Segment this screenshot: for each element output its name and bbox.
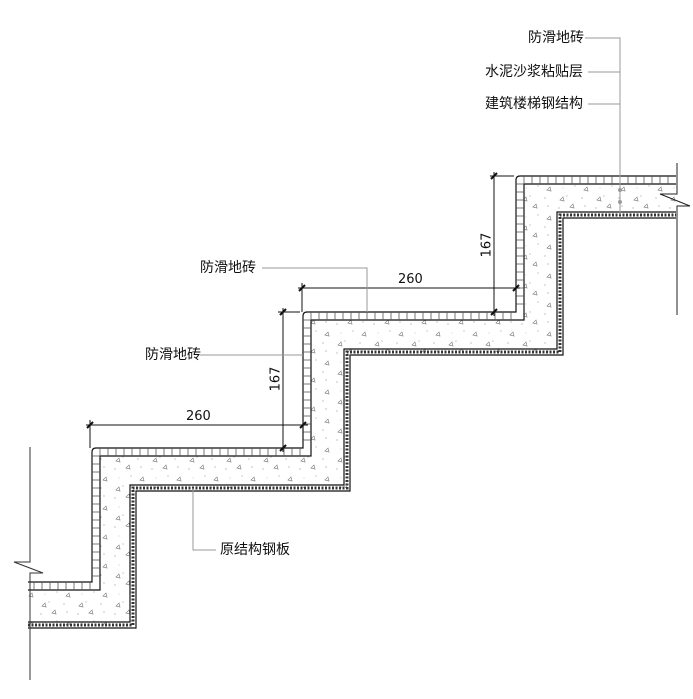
right-break-line: [659, 163, 691, 315]
dim-riser-lower: 167: [268, 366, 284, 392]
label-original-steel-plate: 原结构钢板: [220, 542, 290, 558]
label-stair-steel-structure: 建筑楼梯钢结构: [485, 96, 583, 112]
dimension-lines: [86, 172, 520, 452]
left-break-line: [13, 447, 44, 680]
tile-joints: [33, 176, 669, 590]
label-mid-anti-slip-tile-1: 防滑地砖: [200, 260, 256, 276]
dim-riser-upper: 167: [479, 232, 495, 258]
label-cement-mortar-layer: 水泥沙浆粘贴层: [485, 64, 583, 80]
label-top-anti-slip-tile: 防滑地砖: [528, 30, 584, 46]
dim-tread-lower: 260: [186, 409, 211, 424]
steel-plate: [28, 211, 676, 629]
leader-lines: [192, 37, 621, 551]
label-mid-anti-slip-tile-2: 防滑地砖: [145, 347, 201, 363]
dim-tread-upper: 260: [398, 272, 423, 287]
concrete-mortar-fill: [28, 184, 676, 625]
